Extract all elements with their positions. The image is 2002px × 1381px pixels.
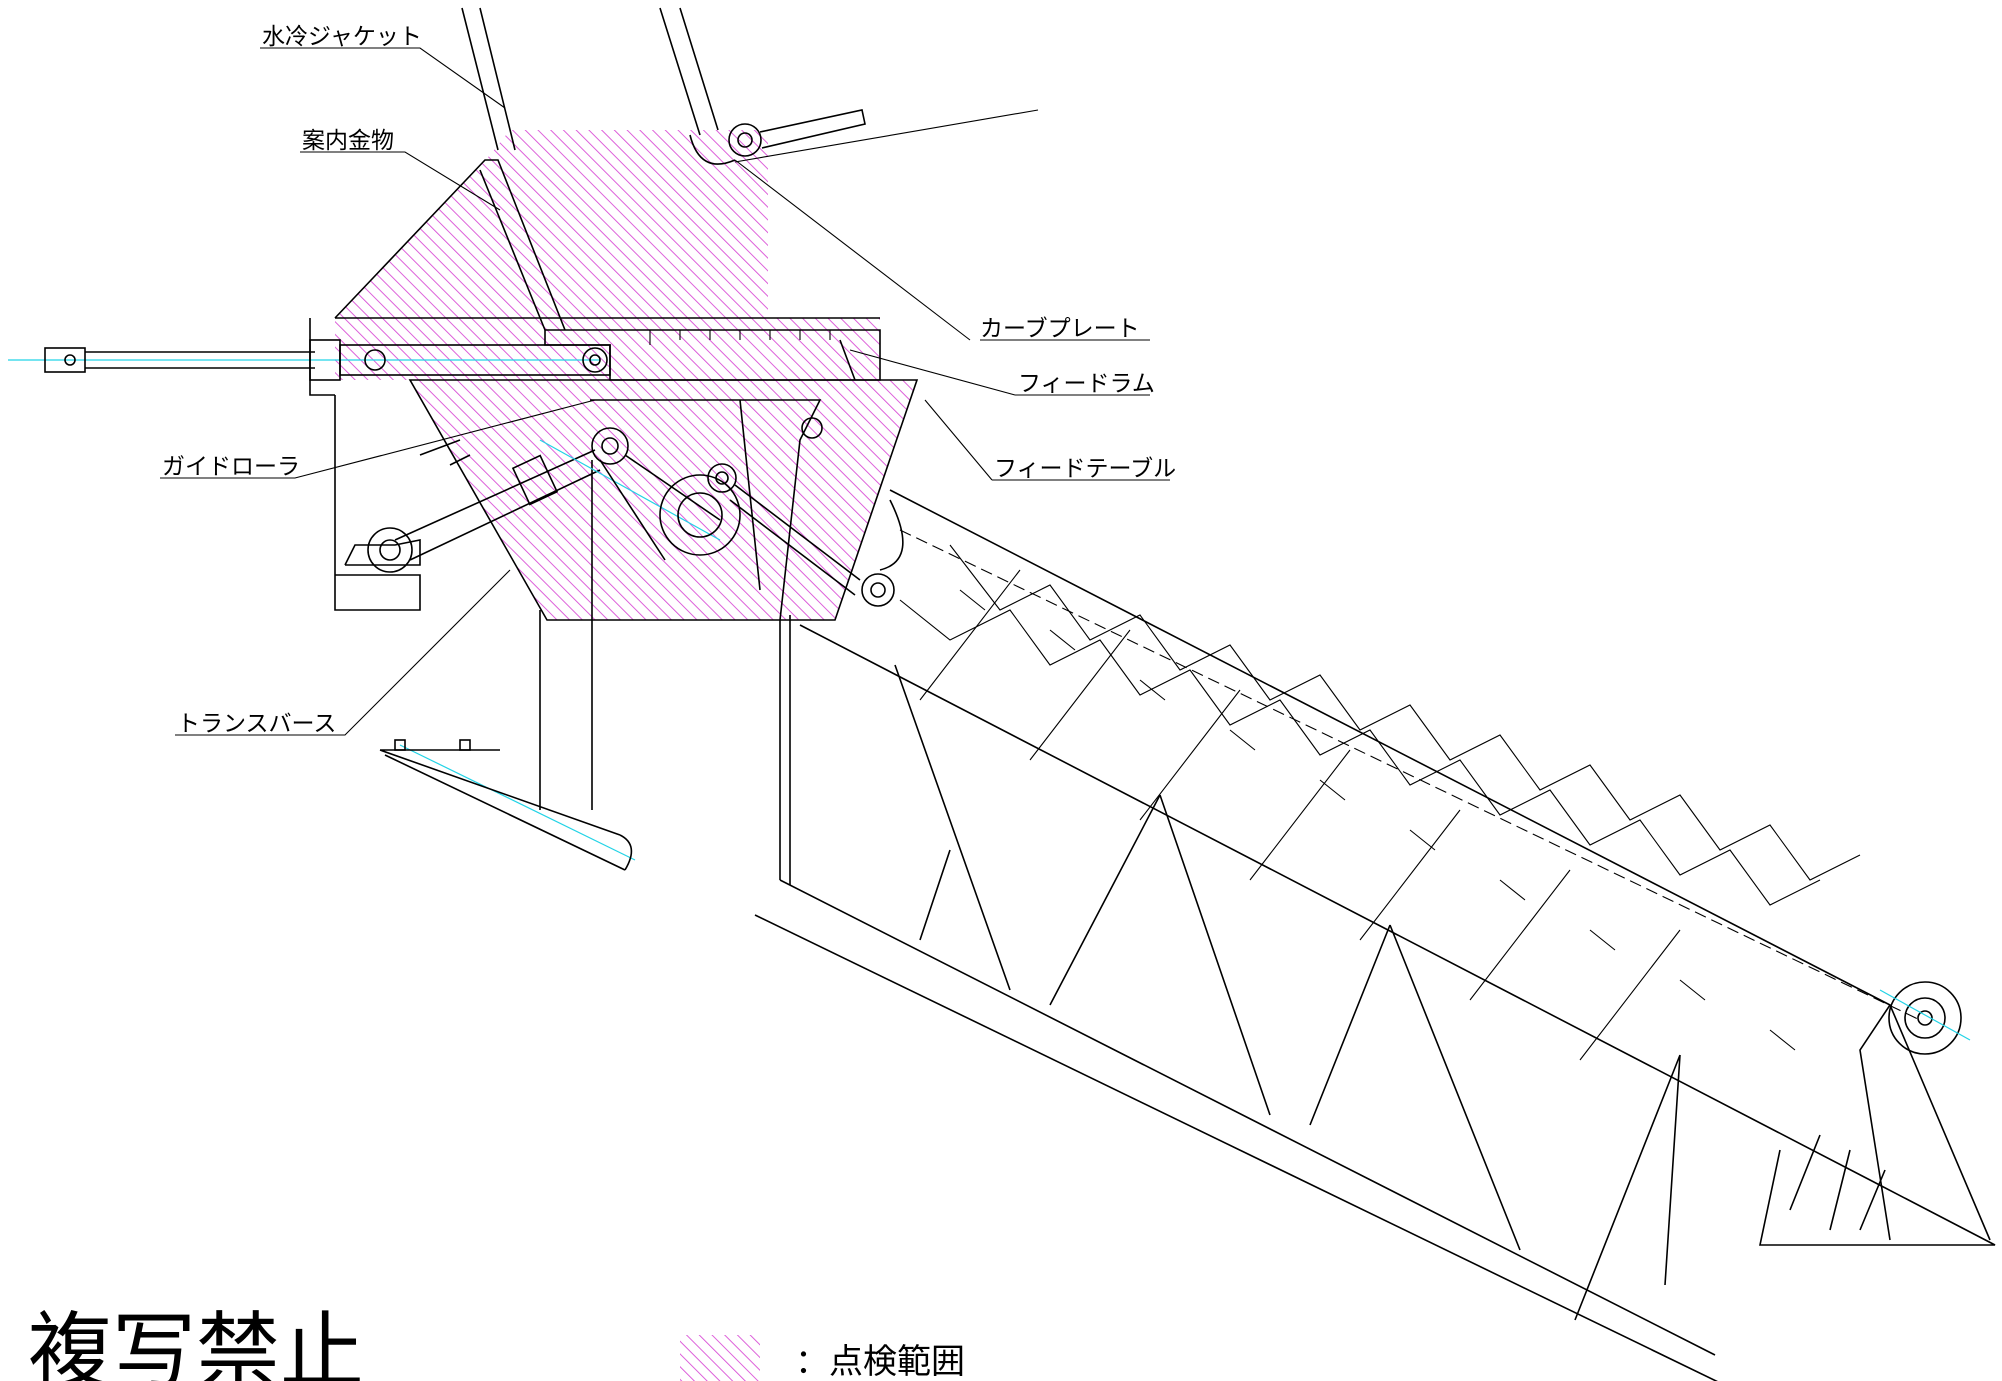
label-curve-plate: カーブプレート (980, 316, 1140, 342)
guide-metal (334, 159, 880, 331)
label-guide-roller: ガイドローラ (162, 454, 300, 480)
legend-text: ：点検範囲 (795, 1342, 965, 1381)
label-transverse: トランスバース (177, 711, 336, 737)
label-feed-table: フィードテーブル (994, 456, 1176, 482)
copy-prohibited-stamp: 複写禁止 (28, 1303, 364, 1381)
water-jacket (461, 7, 1039, 165)
feed-table-frame (408, 379, 919, 621)
guide-roller-mechanism (419, 427, 895, 607)
left-support (309, 318, 601, 810)
label-feed-drum: フィードラム (1018, 371, 1155, 397)
inspection-area-hatch (335, 130, 917, 620)
transverse-beam (379, 739, 636, 871)
label-guide-metal: 案内金物 (302, 128, 394, 154)
inclined-grate (754, 489, 1996, 1381)
legend-hatch-swatch (680, 1335, 760, 1381)
label-water-jacket: 水冷ジャケット (262, 24, 422, 50)
leader-lines (160, 47, 1170, 736)
